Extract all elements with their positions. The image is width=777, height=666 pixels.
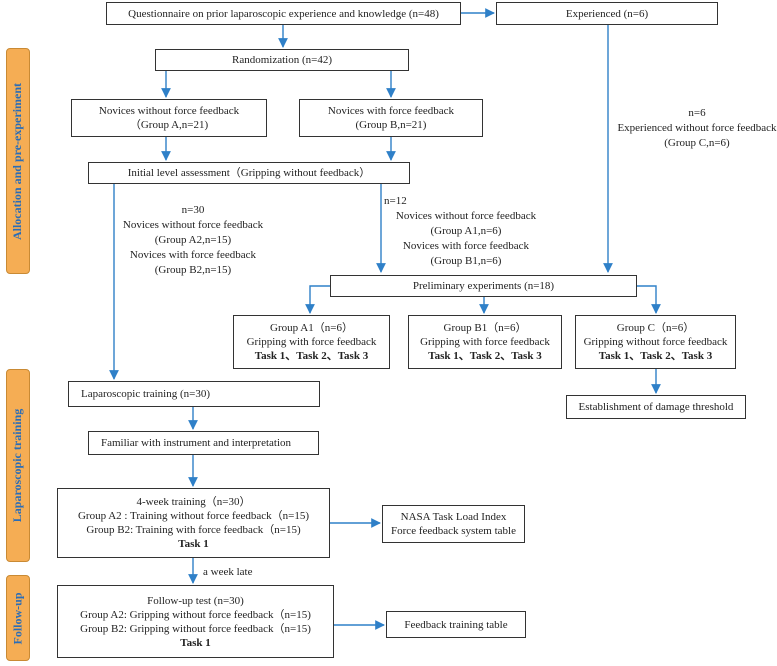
group-a1-line-1: Group A1（n=6） (270, 322, 353, 334)
note-n12-line-3: (Group A1,n=6) (430, 225, 502, 237)
preliminary-box: Preliminary experiments (n=18) (330, 275, 637, 297)
initial-assessment-text: Initial level assessment（Gripping withou… (127, 167, 371, 179)
note-n12-line-4: Novices with force feedback (402, 240, 530, 252)
group-b1-box: Group B1（n=6） Gripping with force feedba… (408, 315, 562, 369)
phase-allocation-label: Allocation and pre-experiment (6, 48, 30, 274)
note-n6-line-1: n=6 (688, 107, 706, 119)
arrow-preliminary-to-a1 (305, 285, 330, 314)
note-n6-line-2: Experienced without force feedback (617, 122, 777, 134)
familiar-text: Familiar with instrument and interpretat… (101, 437, 292, 449)
group-b1-tasks: Task 1、Task 2、Task 3 (428, 350, 542, 362)
note-n30-line-2: Novices without force feedback (122, 219, 264, 231)
note-n30-line-3: (Group A2,n=15) (154, 234, 232, 246)
nasa-line-1: NASA Task Load Index (400, 511, 507, 523)
nasa-box: NASA Task Load Index Force feedback syst… (382, 505, 525, 543)
four-week-line-3: Group B2: Training with force feedback（n… (86, 524, 301, 536)
note-n30-line-5: (Group B2,n=15) (154, 264, 232, 276)
note-n6: n=6 Experienced without force feedback (… (612, 106, 777, 151)
group-b1-line-2: Gripping with force feedback (420, 336, 550, 348)
note-n12-line-1: n=12 (384, 195, 407, 207)
group-c-line-2: Gripping without force feedback (583, 336, 728, 348)
note-n30-line-1: n=30 (181, 204, 205, 216)
group-a-box: Novices without force feedback （Group A,… (71, 99, 267, 137)
lap-training-box: Laparoscopic training (n=30) (68, 381, 320, 407)
feedback-table-box: Feedback training table (386, 611, 526, 638)
group-a-line-2: （Group A,n=21) (129, 119, 209, 131)
questionnaire-text: Questionnaire on prior laparoscopic expe… (128, 7, 439, 20)
randomization-box: Randomization (n=42) (155, 49, 409, 71)
randomization-text: Randomization (n=42) (232, 54, 332, 66)
followup-task: Task 1 (180, 636, 211, 649)
group-b-line-1: Novices with force feedback (327, 105, 455, 117)
note-n12-line-2: Novices without force feedback (395, 210, 537, 222)
lap-training-text: Laparoscopic training (n=30) (81, 388, 210, 400)
note-n30-line-4: Novices with force feedback (129, 249, 257, 261)
feedback-table-text: Feedback training table (404, 618, 508, 631)
experienced-box: Experienced (n=6) (496, 2, 718, 25)
four-week-line-2: Group A2 : Training without force feedba… (77, 510, 310, 522)
note-n6-line-3: (Group C,n=6) (664, 137, 730, 149)
followup-line-1: Follow-up test (n=30) (147, 594, 244, 607)
four-week-task: Task 1 (178, 538, 209, 550)
followup-line-2: Group A2: Gripping without force feedbac… (80, 608, 311, 621)
group-c-line-1: Group C（n=6） (616, 322, 695, 334)
group-b1-line-1: Group B1（n=6） (443, 322, 527, 334)
four-week-line-1: 4-week training（n=30） (136, 496, 251, 508)
phase-followup-label: Follow-up (6, 575, 30, 661)
experienced-text: Experienced (n=6) (565, 7, 649, 20)
familiar-box: Familiar with instrument and interpretat… (88, 431, 319, 455)
note-n30: n=30 Novices without force feedback (Gro… (112, 203, 274, 278)
group-a1-line-2: Gripping with force feedback (246, 336, 377, 348)
damage-threshold-text: Establishment of damage threshold (578, 401, 734, 413)
followup-box: Follow-up test (n=30) Group A2: Gripping… (57, 585, 334, 658)
group-a1-box: Group A1（n=6） Gripping with force feedba… (233, 315, 390, 369)
group-b-line-2: (Group B,n=21) (355, 119, 427, 131)
phase-allocation-text: Allocation and pre-experiment (10, 82, 25, 240)
nasa-line-2: Force feedback system table (391, 525, 516, 537)
damage-threshold-box: Establishment of damage threshold (566, 395, 746, 419)
arrow-preliminary-to-c (637, 285, 661, 314)
group-b-box: Novices with force feedback (Group B,n=2… (299, 99, 483, 137)
group-a-line-1: Novices without force feedback (98, 105, 240, 117)
note-week-late: a week late (203, 566, 253, 578)
followup-line-3: Group B2: Gripping without force feedbac… (80, 622, 311, 635)
note-n12: n=12 Novices without force feedback (Gro… (380, 194, 552, 269)
group-a1-tasks: Task 1、Task 2、Task 3 (254, 350, 369, 362)
group-c-tasks: Task 1、Task 2、Task 3 (598, 350, 713, 362)
note-n12-line-5: (Group B1,n=6) (430, 255, 502, 267)
group-c-box: Group C（n=6） Gripping without force feed… (575, 315, 736, 369)
four-week-box: 4-week training（n=30） Group A2 : Trainin… (57, 488, 330, 558)
phase-training-label: Laparoscopic training (6, 369, 30, 562)
phase-followup-text: Follow-up (10, 591, 25, 645)
preliminary-text: Preliminary experiments (n=18) (412, 280, 555, 292)
questionnaire-box: Questionnaire on prior laparoscopic expe… (106, 2, 461, 25)
phase-training-text: Laparoscopic training (10, 408, 25, 523)
initial-assessment-box: Initial level assessment（Gripping withou… (88, 162, 410, 184)
